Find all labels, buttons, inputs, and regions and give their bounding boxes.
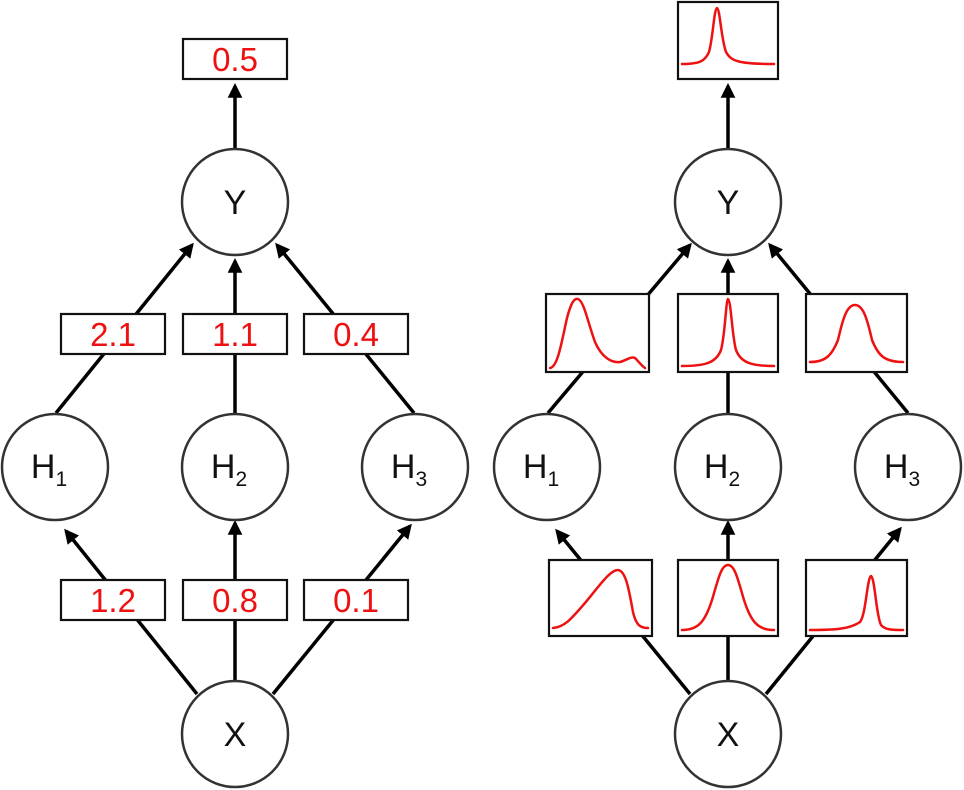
distribution-box-h2-y [676, 292, 780, 374]
svg-text:H2: H2 [211, 448, 247, 491]
weight-value: 1.1 [212, 316, 258, 353]
svg-text:H3: H3 [884, 448, 920, 491]
weight-box-h2-y: 1.1 [181, 312, 289, 356]
node-letter: H [391, 448, 416, 486]
node-label: X [717, 716, 740, 754]
weight-box-h3-y: 0.4 [302, 312, 410, 356]
weight-value: 1.2 [90, 582, 136, 619]
distribution-box-h1-y [544, 292, 651, 374]
distribution-curve-peaked-narrow [680, 297, 776, 368]
distribution-curve-bell [680, 563, 776, 632]
node-h1: H1 [492, 412, 602, 522]
distribution-box-h3-y [804, 292, 909, 374]
node-letter: H [704, 448, 729, 486]
distribution-box-x-h3 [804, 558, 909, 638]
weight-box-x-h3: 0.1 [302, 578, 410, 622]
distribution-curve-skewed-left [551, 568, 650, 630]
node-label: Y [717, 184, 740, 222]
left-network: 1.2 0.8 0.1 2.1 1.1 0.4 0.5 [0, 37, 470, 789]
node-x: X [180, 679, 290, 789]
node-label: X [224, 716, 247, 754]
node-label: Y [224, 184, 247, 222]
weight-value: 0.8 [212, 582, 258, 619]
node-h2: H2 [673, 412, 783, 522]
node-h3: H3 [853, 412, 963, 522]
distribution-curve-peaked-right [808, 574, 905, 632]
node-h2: H2 [180, 412, 290, 522]
node-h1: H1 [0, 412, 110, 522]
svg-text:H2: H2 [704, 448, 740, 491]
svg-text:H1: H1 [523, 448, 559, 491]
node-subscript: 2 [235, 468, 247, 491]
node-h3: H3 [360, 412, 470, 522]
weight-value: 2.1 [90, 316, 136, 353]
node-subscript: 1 [55, 468, 67, 491]
node-subscript: 2 [728, 468, 740, 491]
output-box: 0.5 [181, 37, 289, 81]
node-letter: H [31, 448, 56, 486]
svg-text:H3: H3 [391, 448, 427, 491]
node-letter: H [884, 448, 909, 486]
distribution-box-x-h1 [547, 558, 654, 638]
right-network: Y H1 H2 H3 X [492, 0, 963, 789]
node-subscript: 1 [547, 468, 559, 491]
output-distribution-box [676, 0, 780, 81]
node-subscript: 3 [415, 468, 427, 491]
node-letter: H [523, 448, 548, 486]
node-x: X [673, 679, 783, 789]
weight-box-x-h1: 1.2 [59, 578, 167, 622]
weight-box-x-h2: 0.8 [181, 578, 289, 622]
weight-value: 0.4 [333, 316, 379, 353]
weight-value: 0.1 [333, 582, 379, 619]
distribution-curve-skewed-right [548, 297, 647, 370]
node-subscript: 3 [908, 468, 920, 491]
weight-box-h1-y: 2.1 [59, 312, 167, 356]
node-y: Y [180, 147, 290, 257]
distribution-curve-bell [808, 303, 905, 364]
output-value: 0.5 [212, 41, 258, 78]
node-letter: H [211, 448, 236, 486]
node-y: Y [673, 147, 783, 257]
distribution-box-x-h2 [676, 558, 780, 638]
svg-text:H1: H1 [31, 448, 67, 491]
distribution-curve-peaked-narrow [680, 6, 776, 66]
